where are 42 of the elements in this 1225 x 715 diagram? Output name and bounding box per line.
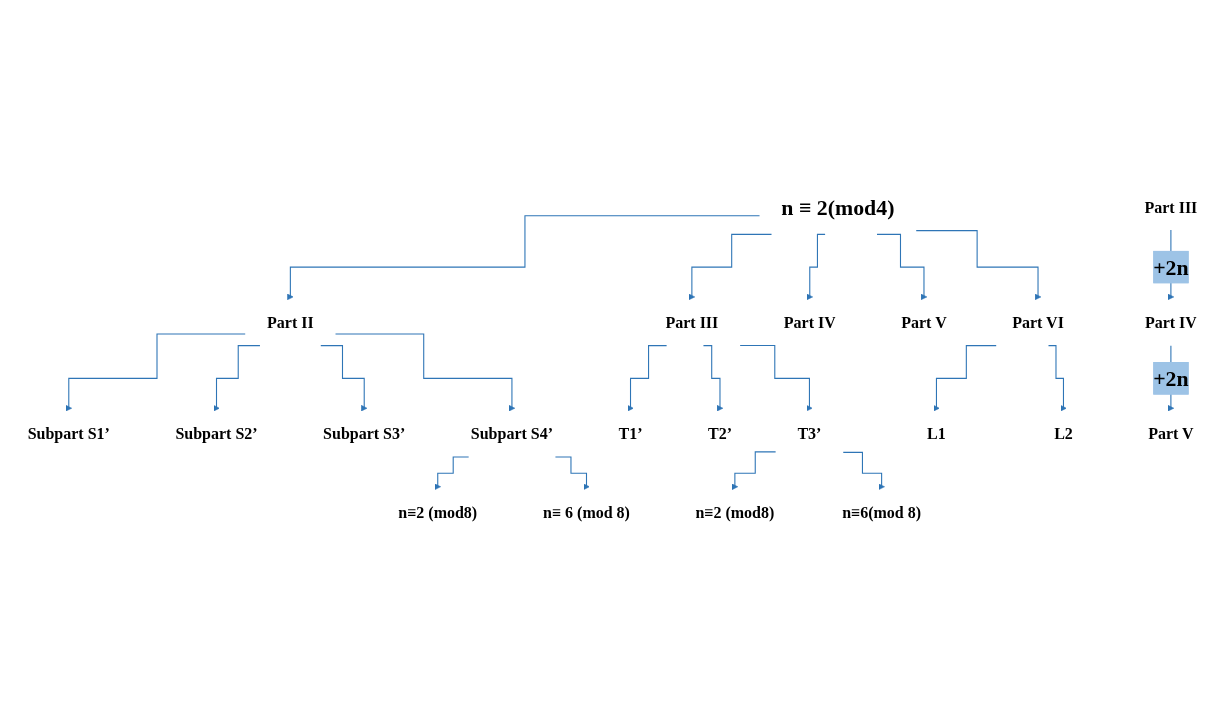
arrow bbox=[806, 233, 826, 300]
arrow bbox=[320, 344, 368, 412]
node-text: T2’ bbox=[707, 424, 732, 443]
node-text: Part V bbox=[901, 313, 947, 332]
node-text: Part V bbox=[1148, 424, 1194, 443]
node-text: Part II bbox=[267, 313, 314, 332]
node-text: n≡ 6 (mod 8) bbox=[543, 503, 630, 522]
arrow bbox=[933, 344, 997, 412]
arrow bbox=[334, 333, 516, 412]
node-text: Part IV bbox=[1144, 313, 1197, 332]
arrow bbox=[702, 344, 724, 412]
node-text: n ≡ 2(mod4) bbox=[781, 194, 895, 219]
node-text: L2 bbox=[1054, 424, 1073, 443]
edge-label: +2n bbox=[1153, 366, 1189, 391]
node-text: Part III bbox=[665, 313, 719, 332]
node-text: Part III bbox=[1144, 197, 1198, 217]
arrow bbox=[287, 214, 761, 300]
arrow bbox=[915, 229, 1042, 300]
node-text: Subpart S2’ bbox=[175, 424, 258, 443]
arrow bbox=[731, 451, 777, 490]
arrow bbox=[213, 344, 261, 412]
arrow bbox=[1047, 344, 1067, 412]
node-text: n≡2 (mod8) bbox=[695, 503, 775, 522]
node-text: n≡6(mod 8) bbox=[842, 503, 922, 522]
node-text: L1 bbox=[927, 424, 946, 443]
arrow bbox=[876, 233, 928, 300]
node-text: n≡2 (mod8) bbox=[398, 503, 478, 522]
arrow bbox=[739, 344, 813, 412]
node-text: Part IV bbox=[783, 313, 836, 332]
node-text: T1’ bbox=[618, 424, 643, 443]
edge-label: +2n bbox=[1153, 254, 1189, 279]
arrow bbox=[434, 456, 470, 490]
arrow bbox=[65, 333, 246, 412]
arrow bbox=[627, 344, 668, 412]
node-text: Subpart S3’ bbox=[323, 424, 406, 443]
arrow bbox=[554, 456, 590, 490]
arrow bbox=[688, 233, 773, 300]
node-text: T3’ bbox=[797, 424, 822, 443]
arrow bbox=[842, 451, 885, 490]
node-text: Subpart S4’ bbox=[470, 424, 554, 443]
node-text: Subpart S1’ bbox=[27, 424, 110, 443]
node-text: Part VI bbox=[1012, 313, 1064, 332]
